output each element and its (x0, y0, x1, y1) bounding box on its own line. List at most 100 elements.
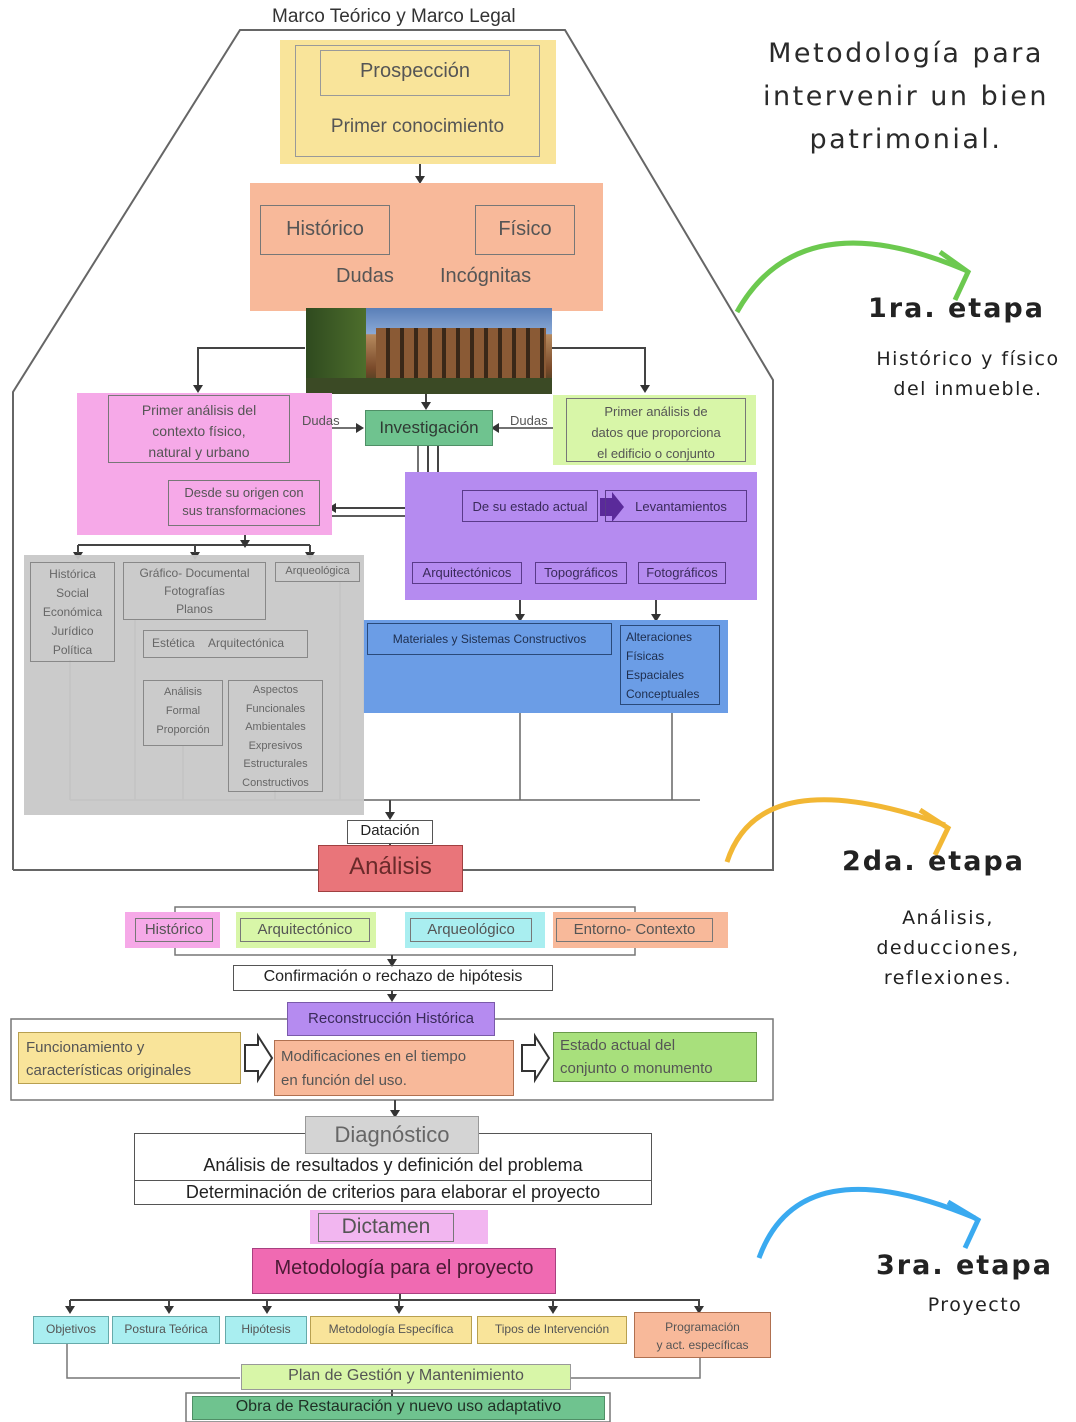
item-hipotesis (225, 1316, 307, 1344)
analisis-small-label: Análisis Formal Proporción (143, 683, 223, 740)
datacion-label: Datación (360, 822, 420, 839)
item-hipotesis-label: Hipótesis (241, 1322, 291, 1336)
historico-label: Histórico (286, 218, 364, 240)
funcionamiento-label: Funcionamiento y características origina… (26, 1036, 191, 1082)
aspectos-item: Constructivos (242, 776, 309, 789)
arquitectonica-label: Arquitectónica (208, 636, 285, 650)
fotograficos-label: Fotográficos (646, 565, 718, 580)
levantamientos-box (605, 490, 747, 522)
dictamen-panel (310, 1210, 488, 1244)
analisis-small-item: Proporción (156, 724, 210, 736)
dictamen-label: Dictamen (341, 1215, 431, 1238)
alteraciones-title: Alteraciones (626, 630, 693, 644)
materiales-panel (363, 620, 728, 713)
stage-1-label: 1ra. etapa (868, 293, 1045, 324)
modificaciones-line-2: en función del uso. (281, 1072, 407, 1089)
aspectos-item: Estructurales (243, 758, 308, 770)
datos-panel (553, 395, 756, 465)
estado-conjunto-label: Estado actual del conjunto o monumento (560, 1034, 713, 1080)
grafico-title: Gráfico- Documental (139, 566, 250, 580)
plan-gestion-box (241, 1364, 571, 1390)
investigacion-label: Investigación (379, 418, 479, 437)
analisis-small-title: Análisis (164, 686, 202, 698)
reconstruccion-label: Reconstrucción Histórica (308, 1010, 474, 1027)
gray-panel (24, 555, 364, 815)
dudas-left-label: Dudas (302, 413, 340, 428)
metodologia-label: Metodología para el proyecto (274, 1257, 534, 1279)
analisis-small-item: Formal (165, 705, 201, 717)
diagnostico-line-2: Determinación de criterios para elaborar… (185, 1182, 601, 1202)
arqueologica-label: Arqueológica (285, 565, 350, 577)
modificaciones-label: Modificaciones en el tiempo en función d… (281, 1045, 466, 1093)
estado-actual-box (462, 490, 598, 522)
item-postura-label: Postura Teórica (124, 1322, 208, 1336)
estado-conjunto-line-2: conjunto o monumento (560, 1060, 713, 1077)
estado-arrow (600, 492, 624, 522)
prospeccion-outer (295, 45, 540, 157)
obra-box (192, 1396, 605, 1420)
diagnostico-divider (134, 1180, 652, 1181)
metodologia-box (252, 1248, 556, 1294)
modificaciones-line-1: Modificaciones en el tiempo (281, 1048, 467, 1065)
building-photo (306, 308, 552, 394)
contexto-box (108, 395, 290, 463)
funcionamiento-box (18, 1032, 241, 1084)
plan-gestion-label: Plan de Gestión y Mantenimiento (288, 1367, 524, 1384)
aspectos-item: Ambientales (245, 721, 306, 733)
fisico-box (475, 205, 575, 255)
estado-conjunto-box (553, 1032, 757, 1082)
stage-1-arrow (734, 240, 966, 314)
alteraciones-box (620, 625, 720, 705)
stage-2-description: Análisis, deducciones, reflexiones. (876, 907, 1020, 989)
datos-label: Primer análisis de datos que proporciona… (566, 401, 746, 464)
funcionamiento-line-2: características originales (26, 1062, 192, 1079)
tipo-arquitectonico-label: Arquitectónico (257, 921, 353, 938)
historica-item: Económica (42, 605, 103, 619)
aspectos-label: Aspectos Funcionales Ambientales Expresi… (228, 681, 323, 792)
aspectos-title: Aspectos (252, 684, 299, 696)
materiales-label: Materiales y Sistemas Constructivos (392, 632, 587, 646)
historica-item: Política (52, 643, 93, 657)
item-objetivos (33, 1316, 109, 1344)
historica-box (30, 562, 115, 662)
stage-3-description: Proyecto (927, 1294, 1023, 1316)
estado-actual-label: De su estado actual (472, 499, 588, 514)
grafico-item: Fotografías (164, 584, 225, 598)
hipotesis-box (233, 965, 553, 991)
dictamen-box (318, 1213, 454, 1242)
programacion-line-2: y act. específicas (656, 1338, 749, 1352)
estado-conjunto-line-1: Estado actual del (560, 1037, 676, 1054)
stage-2-label: 2da. etapa (842, 846, 1025, 877)
item-programacion-label: Programación y act. específicas (634, 1318, 771, 1354)
item-objetivos-label: Objetivos (45, 1322, 97, 1336)
arquitectonicos-box (412, 562, 522, 584)
frame-title: Marco Teórico y Marco Legal (272, 6, 516, 27)
page-title: Metodología para intervenir un bien patr… (763, 38, 1049, 155)
aspectos-item: Expresivos (248, 739, 303, 752)
alteraciones-item: Físicas (626, 649, 665, 663)
item-tipos-label: Tipos de Intervención (494, 1322, 610, 1336)
fotograficos-box (638, 562, 726, 584)
item-metodologia (310, 1316, 472, 1344)
dudas-right-label: Dudas (510, 413, 548, 428)
alteraciones-item: Espaciales (626, 668, 685, 682)
investigacion-box (365, 410, 493, 446)
datos-box (566, 398, 746, 462)
alteraciones-item: Conceptuales (626, 687, 700, 701)
levantamientos-label: Levantamientos (635, 499, 727, 514)
prospeccion-panel (280, 40, 556, 164)
diagnostico-label: Diagnóstico (334, 1122, 450, 1147)
diagnostico-box (305, 1116, 479, 1154)
historica-title: Histórica (49, 567, 96, 581)
tipo-arqueologico-box (410, 918, 532, 942)
item-tipos (477, 1316, 627, 1344)
historico-box (260, 205, 390, 255)
item-programacion (634, 1312, 771, 1358)
marco-frame (12, 29, 774, 871)
diagnostico-line-1: Análisis de resultados y definición del … (203, 1155, 583, 1175)
contexto-line-1: Primer análisis del (141, 402, 257, 418)
estetica-label: Estética (152, 636, 195, 650)
programacion-line-1: Programación (665, 1320, 740, 1334)
historica-item: Social (56, 586, 89, 600)
arqueologica-box (275, 562, 360, 582)
